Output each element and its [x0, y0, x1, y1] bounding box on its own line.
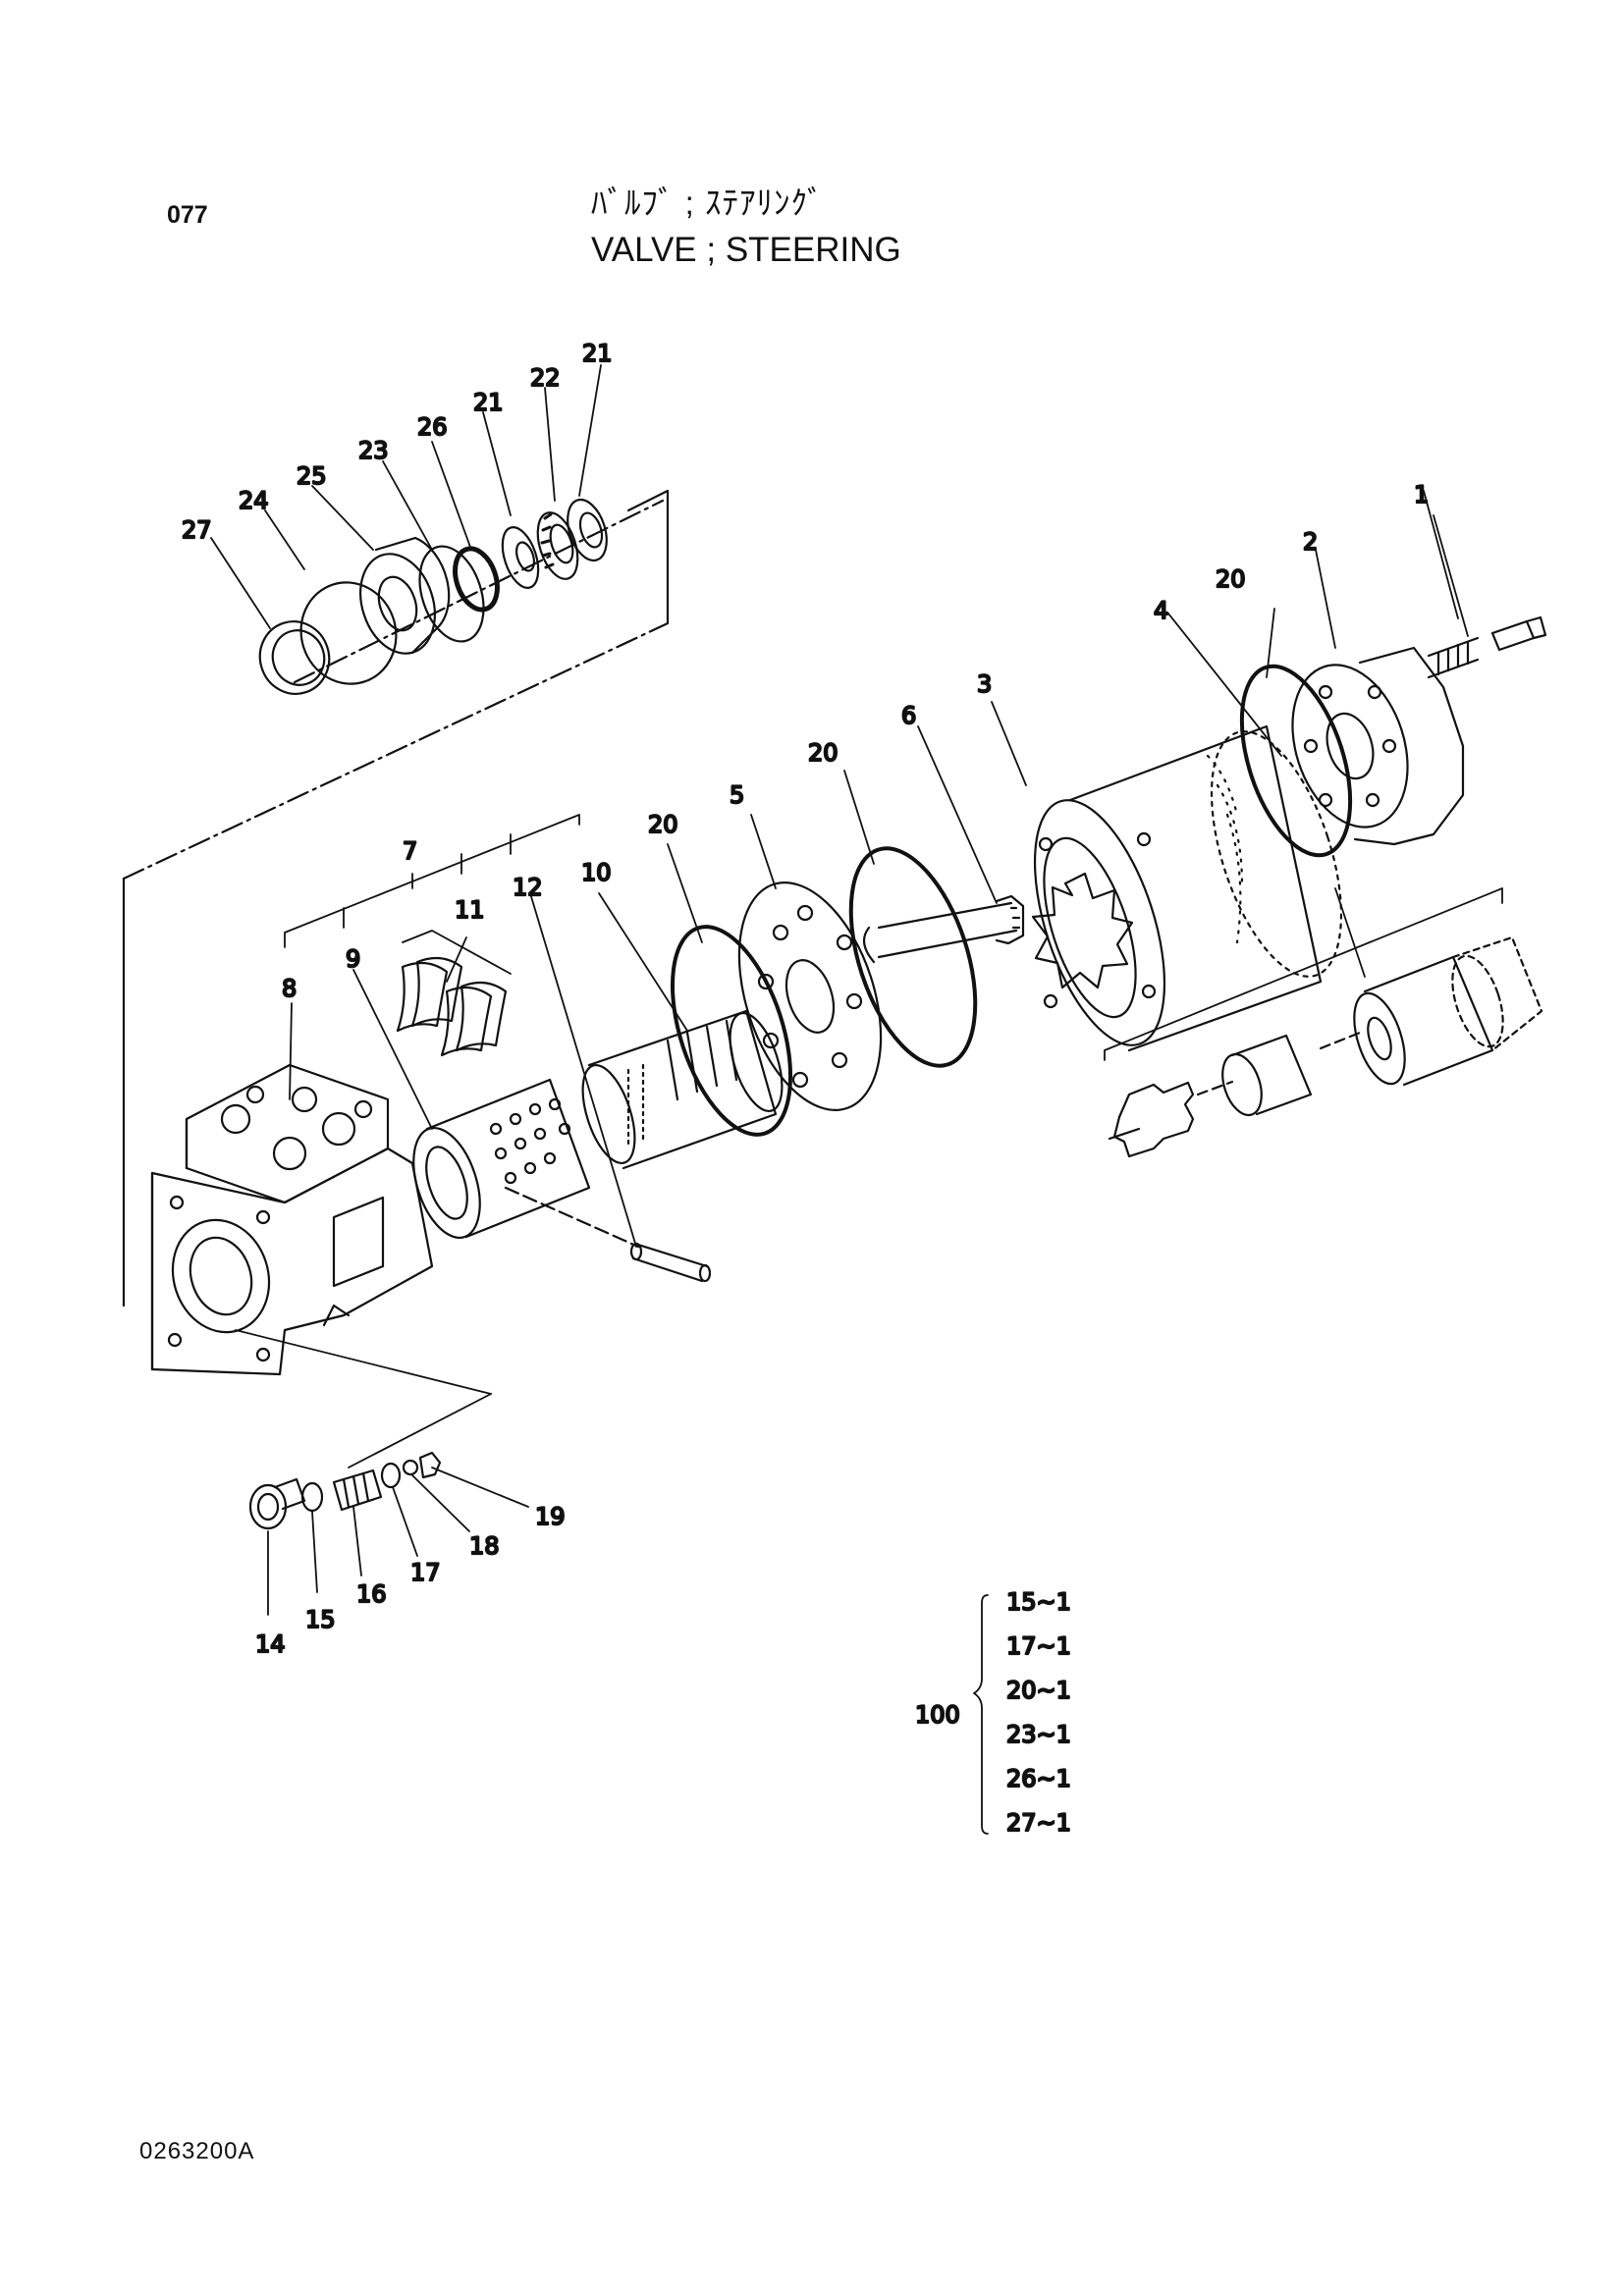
bushing-25-part: [359, 536, 451, 655]
callout-22: 22: [530, 364, 561, 392]
callout-18: 18: [469, 1532, 500, 1560]
valve-star-part: [1108, 1081, 1195, 1158]
cardan-shaft-6-part: [862, 894, 1025, 964]
thrust-bearing-22-part: [536, 511, 579, 580]
bushing-part: [1221, 1034, 1313, 1117]
leader-lines: [210, 364, 1459, 1616]
rotor-set-insert: [1104, 887, 1543, 1158]
title-japanese: ﾊﾞﾙﾌﾞ ; ｽﾃｱﾘﾝｸﾞ: [591, 185, 825, 221]
o-ring-15-part: [300, 1481, 324, 1513]
callout-25: 25: [297, 462, 327, 490]
springs-11-part: [396, 930, 512, 1057]
kit-item-1: 15~1: [1006, 1588, 1071, 1616]
callout-20-middle: 20: [808, 739, 839, 767]
spacer-plate-5-part: [737, 881, 883, 1111]
seal-kit-group: [122, 489, 670, 1308]
end-cap-2-part: [1291, 646, 1465, 846]
kit-item-5: 26~1: [1006, 1765, 1071, 1792]
callout-14: 14: [255, 1630, 286, 1658]
callout-1: 1: [1414, 481, 1429, 508]
callout-27: 27: [182, 516, 212, 544]
o-ring-20-middle-part: [848, 846, 978, 1068]
kit-item-2: 17~1: [1006, 1632, 1071, 1660]
callout-11: 11: [455, 896, 485, 924]
kit-100-list: 100 15~1 17~1 20~1 23~1 26~1 27~1: [914, 1587, 1072, 1838]
sleeve-9-part: [412, 1078, 591, 1240]
kit-item-6: 27~1: [1006, 1809, 1071, 1837]
o-ring-20-lower-part: [670, 925, 793, 1137]
washer-21b-part: [567, 498, 608, 562]
bolt-1-part: [1427, 615, 1547, 679]
seat-16-part: [332, 1468, 383, 1512]
callout-20-motor: 20: [1216, 565, 1246, 593]
callout-labels: 1 2 3 4 5 6 7 8 9 10 11 12 14 15 16 17 1…: [181, 339, 1430, 1659]
kit-item-4: 23~1: [1006, 1721, 1071, 1748]
callout-23: 23: [358, 437, 389, 464]
callout-19: 19: [535, 1503, 566, 1530]
callout-10: 10: [581, 859, 612, 886]
page-number: 077: [167, 201, 208, 229]
ball-18-part: [402, 1459, 419, 1476]
kit-label: 100: [915, 1701, 960, 1729]
spool-10-part: [581, 1009, 784, 1170]
cylinder-part: [1353, 935, 1543, 1087]
seal-ring-27-part: [258, 620, 331, 695]
poppet-19-part: [418, 1451, 442, 1479]
callout-21b: 21: [582, 340, 613, 367]
o-ring-17-part: [380, 1462, 402, 1489]
callout-2: 2: [1303, 528, 1318, 556]
o-ring-24-part: [299, 581, 398, 685]
callout-21a: 21: [473, 389, 504, 416]
callout-15: 15: [305, 1606, 336, 1633]
callout-26: 26: [417, 413, 448, 441]
gerotor-3-part: [1031, 724, 1343, 1052]
o-ring-20-motor-part: [1239, 664, 1353, 858]
callout-12: 12: [513, 874, 543, 901]
callout-5: 5: [730, 781, 744, 809]
o-ring-26-part: [453, 546, 500, 613]
drawing-number: 0263200A: [139, 2138, 255, 2164]
kit-item-3: 20~1: [1006, 1677, 1071, 1704]
callout-9: 9: [346, 945, 360, 973]
o-ring-23-part: [418, 545, 485, 643]
callout-24: 24: [239, 487, 269, 514]
plug-14-part: [248, 1477, 306, 1530]
title-english: VALVE ; STEERING: [591, 231, 901, 269]
callout-20-lower: 20: [648, 811, 678, 838]
pin-12-part: [629, 1242, 712, 1283]
callout-17: 17: [410, 1559, 441, 1586]
callout-7: 7: [403, 837, 417, 865]
callout-4: 4: [1154, 597, 1168, 624]
callout-16: 16: [356, 1580, 387, 1608]
callout-6: 6: [901, 702, 916, 729]
washer-21-part: [501, 526, 540, 589]
callout-3: 3: [977, 670, 992, 698]
housing-8-part: [150, 1063, 434, 1376]
callout-8: 8: [282, 975, 297, 1002]
